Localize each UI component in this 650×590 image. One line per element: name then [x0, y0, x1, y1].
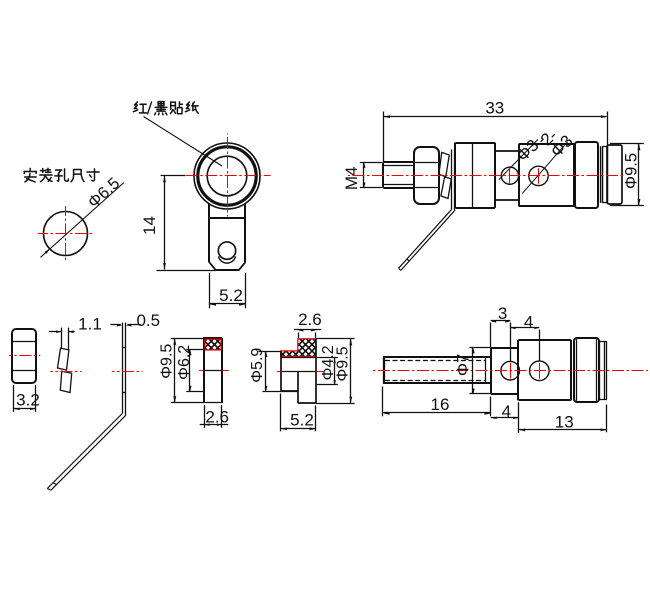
- svg-text:M4: M4: [342, 166, 361, 190]
- svg-text:13: 13: [555, 412, 574, 431]
- svg-text:Φ5.9: Φ5.9: [249, 348, 266, 383]
- svg-text:4: 4: [524, 313, 533, 332]
- svg-text:5.2: 5.2: [290, 411, 314, 430]
- svg-text:14: 14: [140, 216, 159, 235]
- svg-text:Φ9.5: Φ9.5: [334, 346, 351, 381]
- svg-text:5.2: 5.2: [219, 286, 243, 305]
- svg-text:3.2: 3.2: [16, 391, 40, 410]
- svg-text:Φ7: Φ7: [455, 354, 473, 376]
- svg-text:Φ9.5: Φ9.5: [622, 153, 640, 189]
- svg-text:Φ6.2: Φ6.2: [176, 345, 193, 380]
- svg-text:2.6: 2.6: [298, 310, 322, 329]
- svg-text:Φ9.5: Φ9.5: [159, 344, 176, 379]
- svg-text:33: 33: [485, 99, 504, 118]
- svg-text:Φ3: Φ3: [547, 131, 577, 161]
- svg-text:Φ4.2: Φ4.2: [320, 345, 337, 380]
- svg-text:1.1: 1.1: [78, 315, 102, 334]
- svg-text:0.5: 0.5: [136, 311, 160, 330]
- svg-text:2.6: 2.6: [205, 408, 229, 427]
- svg-text:4: 4: [502, 402, 511, 421]
- svg-text:16: 16: [431, 395, 450, 414]
- svg-text:Φ6.5: Φ6.5: [85, 174, 124, 212]
- svg-text:3: 3: [498, 304, 507, 323]
